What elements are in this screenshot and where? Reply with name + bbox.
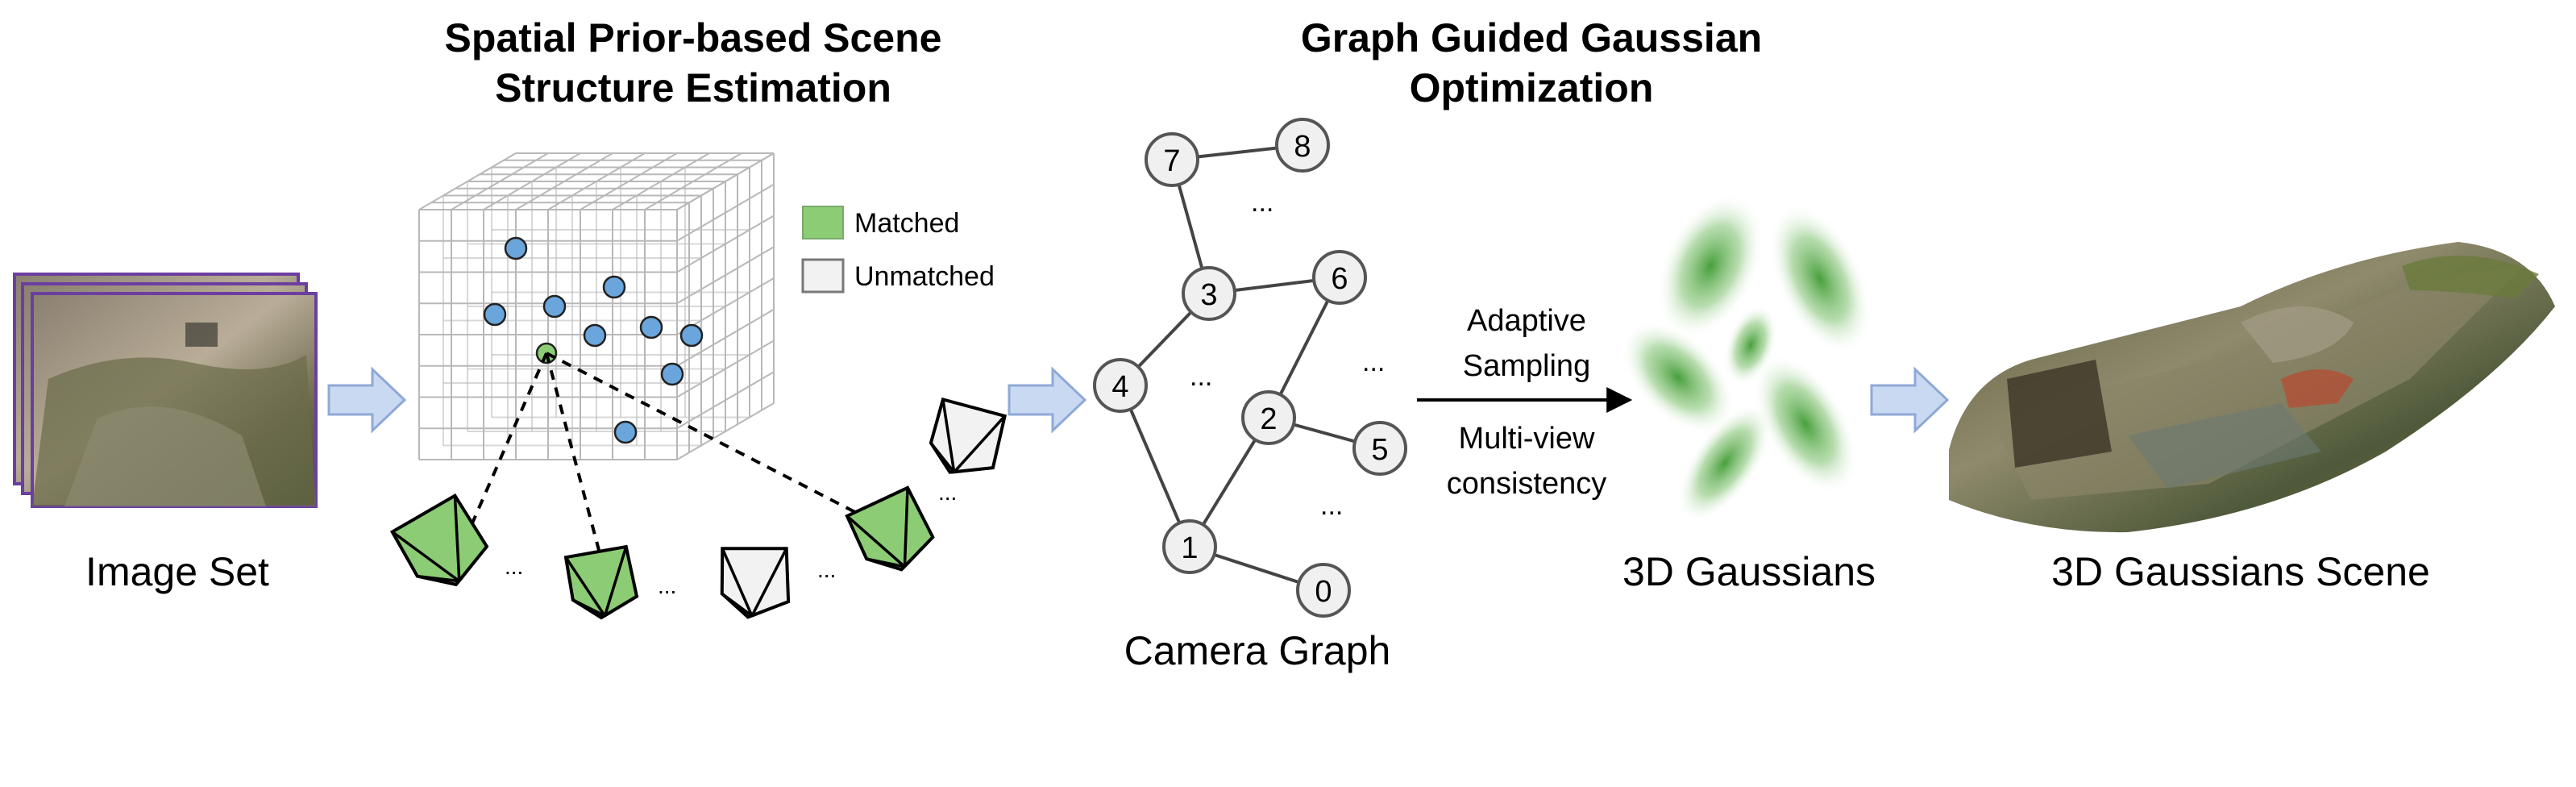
graph-node-label: 5 <box>1371 433 1388 467</box>
gaussian-scene-render <box>1949 242 2555 533</box>
optimization-title-line1: Graph Guided Gaussian <box>1300 15 1763 60</box>
camera-frustum <box>389 493 489 587</box>
camera-graph-label: Camera Graph <box>1124 628 1391 673</box>
graph-node-label: 3 <box>1200 278 1217 312</box>
structure-title-line1: Spatial Prior-based Scene <box>444 15 942 60</box>
camera-frustums <box>389 397 1008 620</box>
graph-ellipsis: ... <box>1320 490 1343 521</box>
voxel-grid <box>418 152 775 460</box>
arrow-text-line3: Multi-view <box>1459 422 1595 456</box>
arrow-text-line1: Adaptive <box>1467 304 1586 338</box>
arrow-annotations: Adaptive Sampling Multi-view consistency <box>1447 304 1607 501</box>
legend-matched-label: Matched <box>854 208 959 239</box>
graph-ellipsis: ... <box>1362 347 1385 377</box>
feature-point <box>504 236 528 260</box>
feature-point <box>602 275 626 299</box>
graph-node-label: 6 <box>1331 262 1348 296</box>
projection-rays <box>456 352 876 578</box>
camera-ellipses: ... ... ... ... <box>505 480 957 598</box>
arrow-text-line2: Sampling <box>1463 349 1590 383</box>
grid-points <box>483 236 704 444</box>
ellipsis: ... <box>505 554 523 579</box>
camera-frustum <box>929 397 1008 474</box>
graph-node <box>1312 250 1367 305</box>
graph-node <box>1093 358 1148 413</box>
gaussians-label: 3D Gaussians <box>1622 549 1876 594</box>
ellipsis: ... <box>938 480 957 505</box>
feature-point <box>679 323 704 348</box>
arrow-text-line4: consistency <box>1447 467 1607 501</box>
graph-node <box>1352 421 1407 476</box>
graph-edge <box>1119 385 1191 548</box>
graph-node <box>1296 563 1351 618</box>
graph-node-label: 7 <box>1163 144 1180 178</box>
ellipsis: ... <box>817 557 836 582</box>
image-set-stack <box>13 273 318 508</box>
structure-title: Spatial Prior-based Scene Structure Esti… <box>395 13 991 113</box>
graph-node-label: 1 <box>1181 531 1198 565</box>
flow-arrow-2 <box>1008 366 1087 434</box>
camera-frustum <box>720 547 791 619</box>
graph-node <box>1241 390 1296 445</box>
legend: Matched Unmatched <box>801 206 995 294</box>
graph-ellipsis: ... <box>1251 187 1273 218</box>
graph-node-label: 4 <box>1111 370 1128 404</box>
optimization-title: Graph Guided Gaussian Optimization <box>1225 13 1838 113</box>
structure-title-line2: Structure Estimation <box>495 65 891 110</box>
gaussians-scene-label: 3D Gaussians Scene <box>2051 549 2430 594</box>
legend-matched-swatch <box>802 206 844 239</box>
graph-ellipsis: ... <box>1190 361 1212 392</box>
graph-node <box>1182 266 1236 321</box>
optimization-title-line2: Optimization <box>1409 65 1654 110</box>
feature-point <box>613 420 638 444</box>
feature-point <box>660 362 684 386</box>
legend-unmatched-label: Unmatched <box>854 261 995 292</box>
image-set-label: Image Set <box>85 549 269 594</box>
camera-graph: 0 1 2 3 4 5 6 7 8............ <box>1093 118 1407 618</box>
camera-frustum <box>563 544 639 620</box>
flow-arrow-3 <box>1870 366 1950 434</box>
graph-node-label: 2 <box>1260 402 1277 436</box>
graph-node-label: 0 <box>1315 575 1332 609</box>
graph-node-label: 8 <box>1294 130 1311 164</box>
feature-point <box>483 302 507 327</box>
gaussian-blobs <box>1621 193 1872 523</box>
feature-point <box>639 315 663 339</box>
graph-node <box>1275 118 1330 173</box>
legend-unmatched-swatch <box>801 258 845 294</box>
graph-node <box>1145 132 1199 187</box>
camera-frustum <box>845 485 935 572</box>
feature-point <box>542 294 567 319</box>
flow-arrow-1 <box>327 366 407 434</box>
ellipsis: ... <box>658 573 676 598</box>
graph-node <box>1162 519 1217 574</box>
feature-point <box>583 323 607 348</box>
